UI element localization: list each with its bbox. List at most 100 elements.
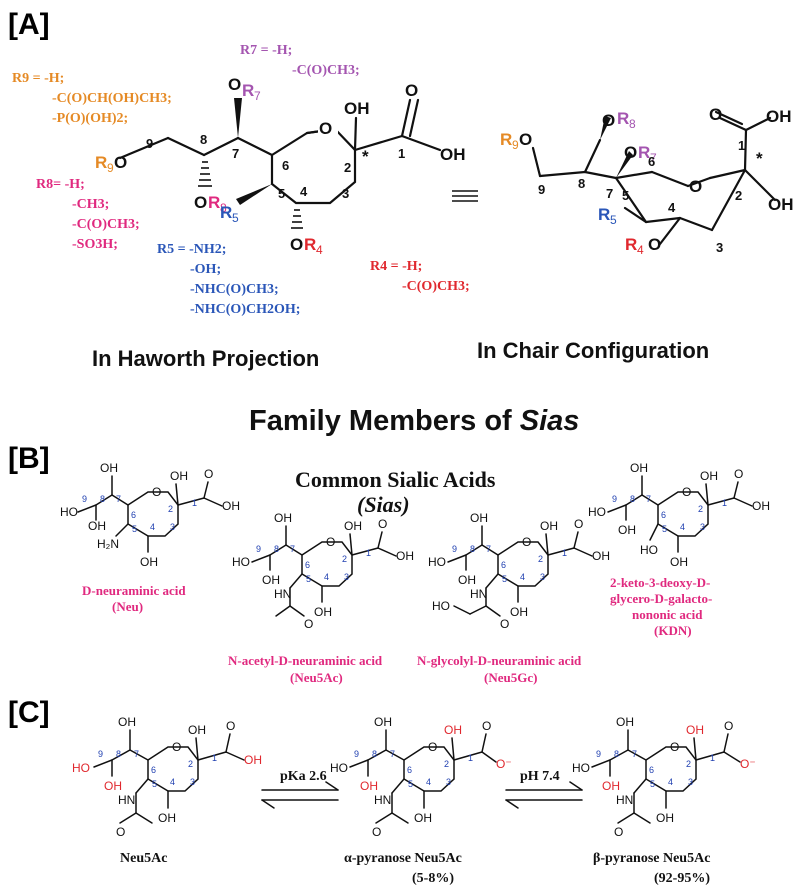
svg-text:6: 6: [649, 765, 654, 775]
svg-text:5: 5: [662, 524, 667, 534]
svg-text:OH: OH: [88, 519, 106, 533]
svg-text:3: 3: [170, 522, 175, 532]
svg-text:6: 6: [648, 154, 655, 169]
svg-text:HO: HO: [60, 505, 78, 519]
svg-text:8: 8: [116, 749, 121, 759]
svg-text:O: O: [689, 177, 702, 196]
svg-text:1: 1: [722, 498, 727, 508]
svg-text:3: 3: [540, 572, 545, 582]
r5-option: -OH;: [190, 262, 221, 277]
svg-text:HN: HN: [118, 793, 135, 807]
svg-text:8: 8: [100, 494, 105, 504]
r7-option: -C(O)CH3;: [292, 63, 360, 78]
svg-text:OH: OH: [104, 779, 122, 793]
r4-substituents: R4 = -H; -C(O)CH3;: [370, 259, 470, 294]
svg-text:OH: OH: [170, 469, 188, 483]
svg-text:5: 5: [610, 213, 617, 227]
form-percentage: (5-8%): [412, 871, 454, 886]
svg-text:H₂N: H₂N: [97, 537, 119, 551]
r5-option: -NHC(O)CH3;: [190, 282, 279, 297]
svg-text:4: 4: [150, 522, 155, 532]
svg-text:1: 1: [468, 753, 473, 763]
svg-text:8: 8: [200, 132, 207, 147]
r9-option: -P(O)(OH)2;: [52, 111, 128, 126]
svg-text:6: 6: [282, 158, 289, 173]
svg-text:9: 9: [146, 136, 153, 151]
caption-chair: In Chair Configuration: [477, 338, 709, 363]
svg-text:9: 9: [596, 749, 601, 759]
svg-text:HO: HO: [330, 761, 348, 775]
svg-text:O: O: [152, 485, 161, 499]
compound-name: N-glycolyl-D-neuraminic acid: [417, 653, 582, 668]
alpha-pyranose-structure: HO OH OH HN O OH OH O O⁻ O 9 8 7 6 2 1 3…: [330, 715, 512, 839]
svg-text:4: 4: [324, 572, 329, 582]
svg-text:OH: OH: [396, 549, 414, 563]
svg-text:O: O: [372, 825, 381, 839]
svg-text:2: 2: [735, 188, 742, 203]
svg-text:R: R: [617, 109, 629, 128]
form-name: β-pyranose Neu5Ac: [593, 851, 710, 866]
svg-text:O: O: [114, 153, 127, 172]
svg-text:R: R: [242, 81, 254, 100]
ring-oxygen: O: [319, 119, 332, 138]
svg-text:1: 1: [710, 753, 715, 763]
svg-text:*: *: [756, 149, 763, 168]
svg-text:1: 1: [212, 753, 217, 763]
svg-text:OH: OH: [314, 605, 332, 619]
svg-text:OH: OH: [686, 723, 704, 737]
compound-name: nononic acid: [632, 607, 703, 622]
svg-text:O: O: [614, 825, 623, 839]
svg-text:2: 2: [168, 504, 173, 514]
form-name: α-pyranose Neu5Ac: [344, 851, 462, 866]
family-title: Family Members of Sias: [249, 405, 579, 437]
svg-text:2: 2: [686, 759, 691, 769]
svg-text:OH: OH: [414, 811, 432, 825]
svg-text:5: 5: [132, 524, 137, 534]
r4-title: R4 = -H;: [370, 259, 422, 274]
svg-text:OH: OH: [344, 99, 370, 118]
r8-option: -CH3;: [72, 197, 109, 212]
svg-text:4: 4: [668, 777, 673, 787]
svg-text:9: 9: [256, 544, 261, 554]
svg-text:O: O: [500, 617, 509, 631]
svg-text:9: 9: [512, 138, 519, 152]
svg-text:7: 7: [116, 494, 121, 504]
svg-text:O: O: [519, 130, 532, 149]
svg-text:OH: OH: [602, 779, 620, 793]
svg-text:4: 4: [170, 777, 175, 787]
svg-text:OH: OH: [616, 715, 634, 729]
compound-abbrev: (KDN): [654, 623, 692, 638]
r9-option: -C(O)CH(OH)CH3;: [52, 91, 172, 106]
svg-text:4: 4: [637, 243, 644, 257]
svg-text:HN: HN: [274, 587, 291, 601]
panel-label-c: [C]: [8, 696, 50, 729]
r7-title: R7 = -H;: [240, 43, 292, 58]
panel-label-b: [B]: [8, 442, 50, 475]
svg-text:6: 6: [407, 765, 412, 775]
chair-structure: R 9 O O R 8 O R 7 O O OH OH R 5 R 4 O * …: [500, 105, 794, 257]
svg-text:5: 5: [152, 779, 157, 789]
panel-label-a: [A]: [8, 8, 50, 41]
svg-text:HO: HO: [572, 761, 590, 775]
svg-text:4: 4: [300, 184, 308, 199]
equivalence-symbol: [452, 190, 478, 202]
neu5ac-open-structure: HO OH OH HN O OH OH O OH O 9 8 7 6 2 1 3…: [72, 715, 262, 839]
compound-name: glycero-D-galacto-: [610, 591, 712, 606]
compound-abbrev: (Neu5Gc): [484, 670, 537, 685]
svg-text:OH: OH: [656, 811, 674, 825]
svg-text:HO: HO: [432, 599, 450, 613]
svg-text:OH: OH: [188, 723, 206, 737]
svg-text:4: 4: [316, 243, 323, 257]
svg-text:O: O: [290, 235, 303, 254]
compound-name: D-neuraminic acid: [82, 583, 186, 598]
pka-label: pKa 2.6: [280, 769, 327, 784]
svg-text:2: 2: [444, 759, 449, 769]
svg-text:HO: HO: [428, 555, 446, 569]
svg-text:1: 1: [366, 548, 371, 558]
svg-text:OH: OH: [458, 573, 476, 587]
common-sias-heading: Common Sialic Acids: [295, 467, 496, 492]
caption-haworth: In Haworth Projection: [92, 346, 319, 371]
svg-text:3: 3: [688, 777, 693, 787]
r4-option: -C(O)CH3;: [402, 279, 470, 294]
svg-text:3: 3: [446, 777, 451, 787]
